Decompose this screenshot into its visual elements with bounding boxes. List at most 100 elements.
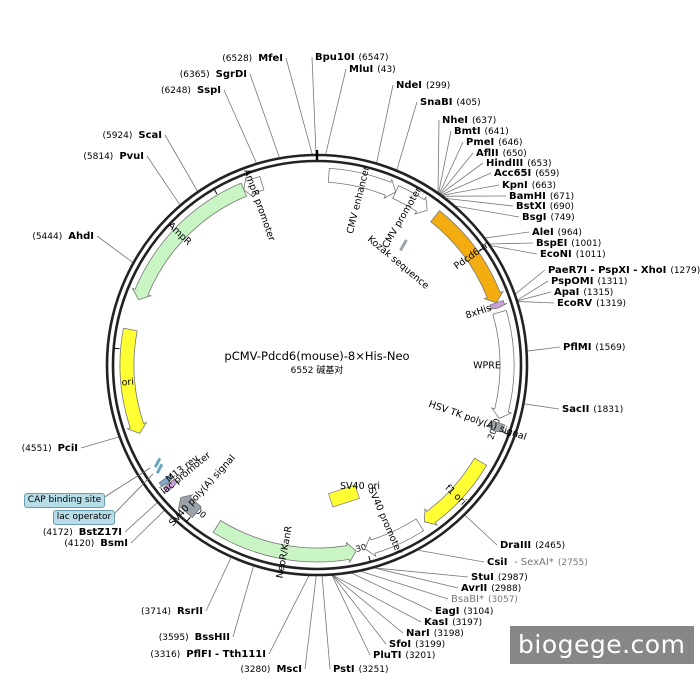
site-position: (2987)	[498, 573, 528, 583]
site-leader-lines	[80, 56, 561, 670]
site-name: MscI	[276, 664, 302, 675]
site-label: PspOMI(1311)	[551, 276, 627, 287]
site-name: PspOMI	[551, 276, 593, 287]
site-leader	[376, 84, 394, 163]
site-label: (3316) PflFI - Tth111I	[150, 649, 266, 660]
feature-sv40-promoter	[364, 518, 425, 558]
site-position: (1001)	[571, 239, 601, 249]
site-leader	[130, 510, 165, 544]
site-name: BstZ17I	[79, 527, 122, 538]
site-leader	[527, 346, 561, 352]
site-label: StuI (2987)	[471, 572, 528, 583]
site-label-group: EcoRV(1319)	[557, 298, 626, 309]
site-label-group: HindIII(653)	[486, 158, 551, 169]
site-position: (671)	[550, 192, 574, 202]
site-label-group: DraIII(2465)	[500, 540, 565, 551]
site-leader	[80, 436, 119, 449]
site-position: (1831)	[593, 405, 623, 415]
site-label: PluTI (3201)	[373, 650, 435, 661]
site-name: MluI	[349, 64, 373, 75]
site-label: (4551)PciI	[22, 443, 78, 454]
site-label-group: PaeR7I - PspXI - XhoI(1279)	[548, 265, 700, 276]
site-name: PvuI	[119, 151, 144, 162]
feature-label-ori: ori	[121, 377, 134, 389]
site-position: (3198)	[434, 629, 464, 639]
tick-mark	[368, 555, 371, 563]
site-label-group: (6248)SspI	[161, 85, 221, 96]
site-label: AleI(964)	[532, 227, 582, 238]
site-leader	[268, 575, 310, 655]
site-name: EagI	[435, 606, 459, 617]
site-position: (2988)	[491, 584, 521, 594]
site-name: SnaBI	[420, 97, 452, 108]
site-name: PluTI	[373, 650, 401, 661]
site-label-group: KpnI(663)	[502, 180, 556, 191]
site-label-group: PluTI (3201)	[373, 650, 435, 661]
site-label: SnaBI(405)	[420, 97, 481, 108]
site-name: KpnI	[502, 180, 528, 191]
site-position: (3201)	[405, 651, 435, 661]
feature-wpre	[490, 309, 515, 419]
site-position: (749)	[550, 213, 574, 223]
feature-ori	[119, 327, 148, 434]
site-label: CsiI	[487, 557, 507, 568]
site-leader	[332, 575, 422, 623]
cap-site-mark	[153, 457, 162, 468]
site-label-group: (6528)MfeI	[222, 53, 283, 64]
site-name: StuI	[471, 572, 494, 583]
site-name: SspI	[197, 85, 221, 96]
site-leader	[490, 245, 538, 255]
site-name: KasI	[424, 617, 448, 628]
site-position: (5814)	[83, 152, 113, 162]
site-label-group: NheI(637)	[442, 115, 496, 126]
site-label: (4120)BsmI	[64, 538, 128, 549]
site-position: (2755)	[558, 558, 588, 568]
watermark-banner: biogege.com	[510, 626, 694, 664]
site-name: SgrDI	[216, 69, 247, 80]
site-label-group: AleI(964)	[532, 227, 582, 238]
site-leader	[232, 566, 254, 638]
site-position: (4172)	[43, 528, 73, 538]
site-name: PflFI - Tth111I	[186, 649, 266, 660]
site-label-group: (6365)SgrDI	[180, 69, 247, 80]
site-leader	[331, 575, 371, 656]
site-name: BspEI	[536, 238, 567, 249]
plasmid-size: 6552 碱基对	[291, 364, 344, 376]
site-label-group: EagI(3104)	[435, 606, 493, 617]
watermark-text: biogege.com	[518, 630, 686, 659]
site-label-group: ApaI(1315)	[554, 287, 613, 298]
site-position: (6528)	[222, 54, 252, 64]
site-label-group: (5814) PvuI	[83, 151, 144, 162]
site-position: (964)	[558, 228, 582, 238]
site-leader	[124, 502, 158, 533]
site-label-group: PspOMI(1311)	[551, 276, 627, 287]
lac-operator-label: lac operator	[56, 512, 112, 522]
site-leader	[223, 89, 257, 164]
site-position: (3316)	[150, 650, 180, 660]
site-label: PmeI(646)	[466, 137, 522, 148]
site-leader	[360, 570, 449, 600]
site-label-group: BmtI(641)	[454, 126, 509, 137]
site-position: (659)	[535, 169, 559, 179]
site-name: BamHI	[509, 191, 546, 202]
site-name: CsiI	[487, 557, 507, 568]
site-label: Bpu10I(6547)	[315, 52, 388, 63]
site-label: (4172) BstZ17I	[43, 527, 122, 538]
site-name: BmtI	[454, 126, 481, 137]
site-label: BamHI (671)	[509, 191, 574, 202]
site-label-group: AvrII(2988)	[461, 583, 521, 594]
site-leader	[304, 575, 317, 670]
feature-cmv-enhancer	[327, 167, 397, 199]
site-label-group: EcoNI(1011)	[540, 249, 606, 260]
site-label-group: SacII(1831)	[562, 404, 623, 415]
tick-mark	[213, 188, 218, 195]
lac-operator-leader	[111, 473, 154, 517]
site-label: BmtI(641)	[454, 126, 509, 137]
site-position: (5924)	[102, 131, 132, 141]
site-name: ScaI	[138, 130, 162, 141]
site-label: HindIII(653)	[486, 158, 551, 169]
site-name: BsgI	[522, 212, 546, 223]
site-name: DraIII	[500, 540, 531, 551]
site-position: (3199)	[415, 640, 445, 650]
site-name: HindIII	[486, 158, 523, 169]
